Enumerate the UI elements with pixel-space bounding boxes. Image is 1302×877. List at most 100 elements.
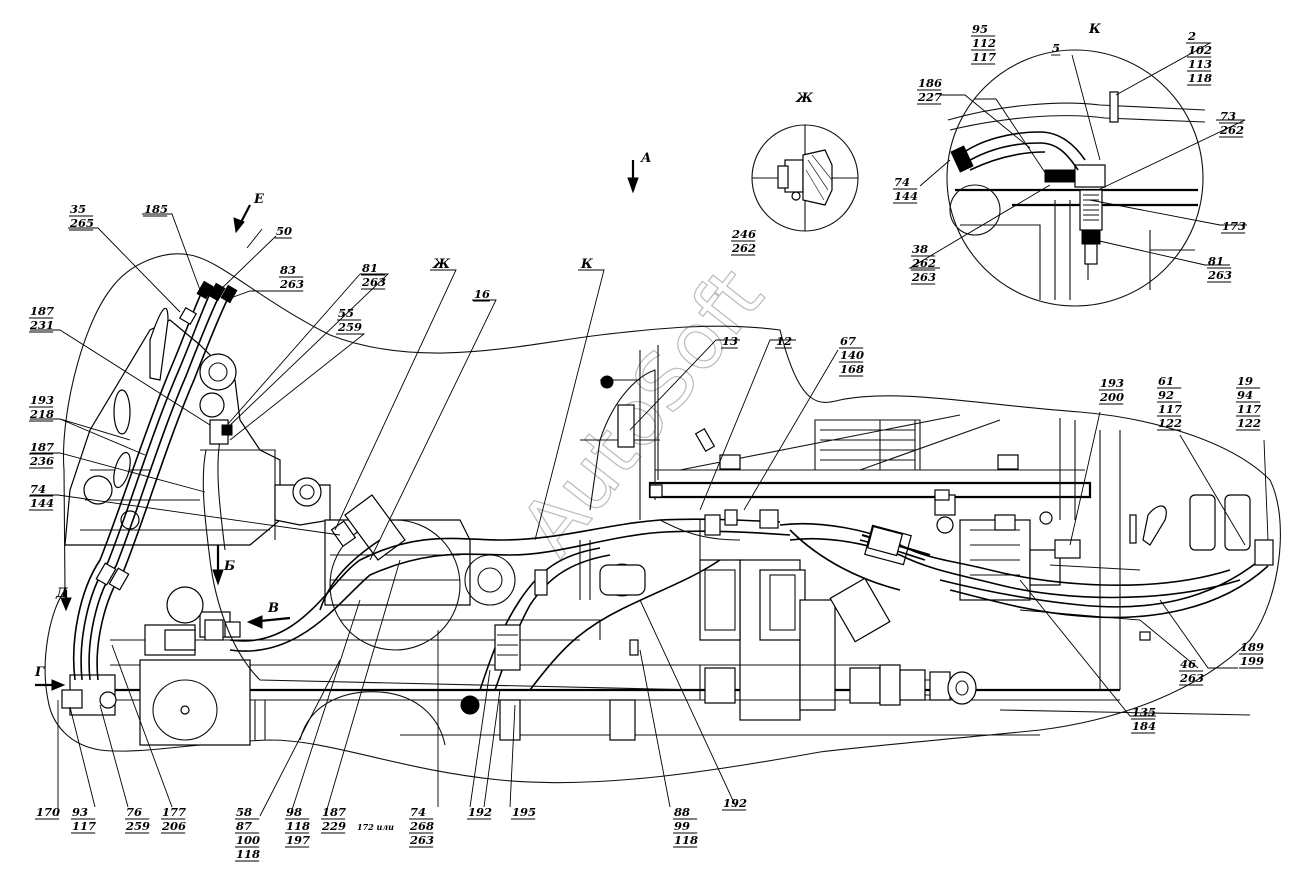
callout-number: 38 (912, 242, 928, 256)
callout-number: 74 (410, 805, 426, 819)
callout-number: 112 (972, 36, 996, 50)
callout-number: 117 (72, 819, 96, 833)
callout-number: 12 (776, 334, 792, 348)
callout-number: 187 (30, 440, 54, 454)
view-label-b: Б (223, 559, 235, 574)
callout-195: 195 (511, 805, 536, 820)
callout-number: 187 (30, 304, 54, 318)
ref-label-zh: Ж (432, 257, 451, 272)
callout-number: 195 (512, 805, 536, 819)
callout-173: 173 (1221, 219, 1246, 234)
callout-number: 185 (144, 202, 168, 216)
callout-number: 117 (1237, 402, 1261, 416)
callout-number: 76 (126, 805, 142, 819)
ref-label-k: К (580, 257, 593, 272)
callout-number: 187 (322, 805, 346, 819)
callout-number: 135 (1132, 705, 1156, 719)
callout-number: 262 (911, 256, 936, 270)
callout-5: 5 (1051, 41, 1061, 56)
callout-number: 81 (1208, 254, 1224, 268)
callout-number: 83 (280, 263, 296, 277)
view-label-v: В (267, 601, 279, 616)
callout-12: 12 (775, 334, 792, 349)
callout-number: 144 (30, 496, 54, 510)
callout-number: 118 (286, 819, 310, 833)
callout-number: 168 (840, 362, 864, 376)
callout-number: 259 (337, 320, 362, 334)
callout-number: 46 (1180, 657, 1196, 671)
callout-number: 193 (1100, 376, 1124, 390)
callout-number: 236 (29, 454, 54, 468)
callout-number: 200 (1099, 390, 1124, 404)
callout-number: 74 (30, 482, 46, 496)
callout-number: 206 (161, 819, 186, 833)
callout-number: 117 (1158, 402, 1182, 416)
callout-number: 177 (162, 805, 186, 819)
hose-routing (72, 284, 1269, 691)
callout-number: 87 (236, 819, 252, 833)
callout-192-right: 192 (722, 796, 747, 811)
callout-number: 13 (722, 334, 738, 348)
view-label-e: Е (253, 192, 265, 207)
callout-number: 94 (1237, 388, 1253, 402)
callout-number: 246 (731, 227, 756, 241)
watermark-text: AutoSoft (504, 252, 781, 571)
callout-number: 265 (69, 216, 94, 230)
view-label-g: Г (34, 665, 45, 680)
detail-view-zh (751, 124, 859, 232)
callout-number: 144 (894, 189, 918, 203)
callout-number: 184 (1132, 719, 1156, 733)
callout-number: 263 (911, 270, 936, 284)
callout-number: 263 (1207, 268, 1232, 282)
callout-number: 35 (70, 202, 86, 216)
callout-number: 100 (236, 833, 260, 847)
callout-number: 262 (1219, 123, 1244, 137)
callout-number: 189 (1240, 640, 1264, 654)
callout-number: 192 (468, 805, 492, 819)
callout-prefix-172: 172 или (357, 822, 394, 832)
callout-16: 16 (473, 287, 490, 302)
fittings (95, 280, 1274, 671)
callout-number: 81 (362, 261, 378, 275)
callout-50: 50 (275, 224, 292, 239)
callout-13: 13 (721, 334, 738, 349)
callout-192-left: 192 (467, 805, 492, 820)
callout-number: 218 (29, 407, 54, 421)
callout-number: 122 (1158, 416, 1182, 430)
callout-number: 140 (840, 348, 864, 362)
callout-number: 122 (1237, 416, 1261, 430)
callout-number: 92 (1158, 388, 1174, 402)
callout-number: 262 (731, 241, 756, 255)
callout-number: 19 (1237, 374, 1253, 388)
view-arrows (35, 160, 639, 691)
detail-view-k (946, 49, 1206, 307)
callout-number: 268 (409, 819, 434, 833)
callout-number: 263 (409, 833, 434, 847)
